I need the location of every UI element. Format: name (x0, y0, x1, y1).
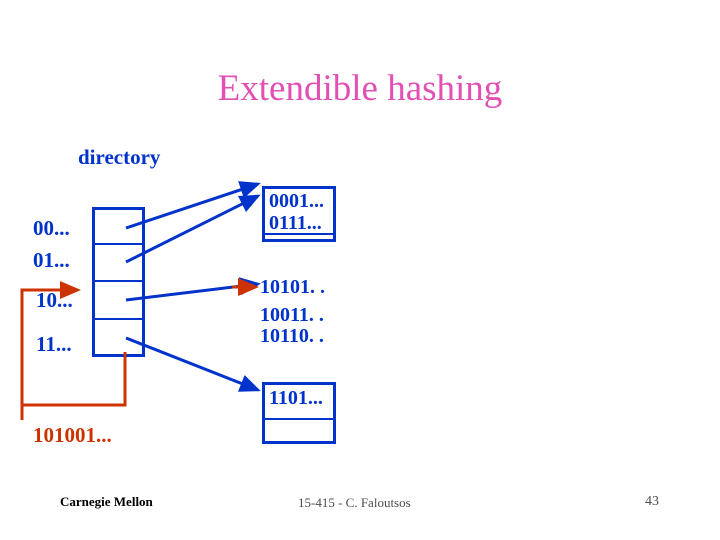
bucket-1-divider (265, 233, 333, 235)
arrow-dir3-to-bucket3 (125, 336, 261, 392)
dir-entry-label-10: 10... (36, 288, 73, 312)
bucket-2: 10101. . 10011. . 10110. . (256, 276, 325, 347)
bucket-3: 1101... (262, 382, 336, 444)
directory-divider-2 (95, 280, 142, 282)
directory-divider-1 (95, 243, 142, 245)
key-label: 101001... (33, 423, 112, 447)
directory-divider-3 (95, 318, 142, 320)
page-number: 43 (645, 494, 659, 509)
bucket-1: 0001... 0111... (262, 186, 336, 242)
arrow-dir1-to-bucket1 (125, 194, 261, 264)
dir-entry-label-01: 01... (33, 248, 70, 272)
bucket-2-line-1: 10101. . (260, 276, 325, 298)
bucket-2-line-3: 10110. . (260, 325, 324, 347)
directory-label: directory (78, 145, 161, 169)
bucket-2-line-2: 10011. . (260, 304, 324, 326)
bucket-3-divider (265, 418, 333, 420)
bucket-1-line-2: 0111... (269, 212, 322, 234)
arrow-key-path-lower (22, 352, 127, 407)
bucket-3-line-1: 1101... (269, 387, 323, 409)
dir-entry-label-00: 00... (33, 216, 70, 240)
footer-left: Carnegie Mellon (60, 494, 153, 509)
bucket-1-line-1: 0001... (269, 190, 324, 212)
dir-entry-label-11: 11... (36, 332, 72, 356)
footer-center: 15-415 - C. Faloutsos (298, 495, 411, 510)
directory-box (92, 207, 145, 357)
arrow-dir2-to-bucket2 (125, 277, 261, 302)
arrow-dir0-to-bucket1 (125, 181, 261, 230)
page-title: Extendible hashing (217, 68, 503, 109)
